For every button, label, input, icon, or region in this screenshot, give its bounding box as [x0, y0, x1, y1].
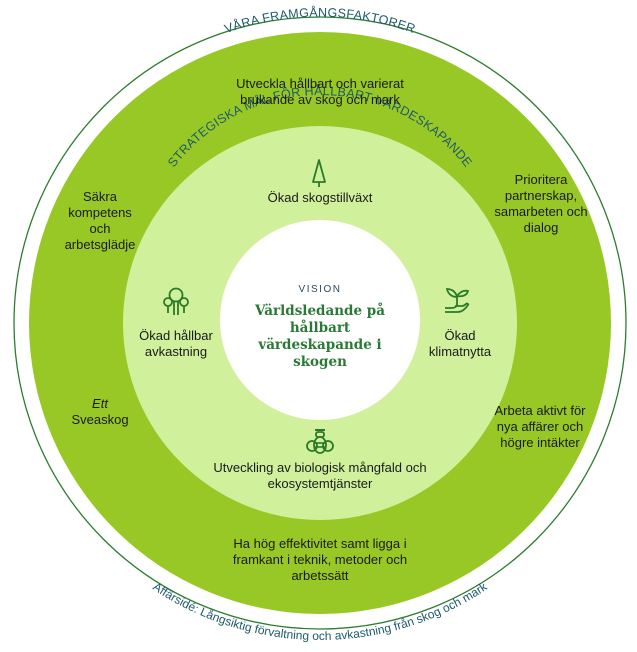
outer-ring-title: VÅRA FRAMGÅNGSFAKTORER: [223, 4, 418, 36]
factor-one-sveaskog: Ett Sveaskog: [55, 396, 145, 428]
goal-forest-growth: Ökad skogstillväxt: [267, 190, 373, 205]
trees-icon: [163, 287, 189, 315]
goal-climate-benefit: Ökad klimatnytta: [428, 328, 492, 359]
center-circle: [220, 220, 420, 420]
plant-in-hand-icon: [445, 288, 470, 313]
tree-icon: [312, 159, 326, 187]
factor-competence: Säkra kompetens och arbetsglädje: [64, 189, 136, 252]
goal-sustainable-return: Ökad hållbar avkastning: [139, 328, 213, 359]
factor-one-sveaskog-italic: Ett: [92, 396, 108, 411]
vision-label: VISION: [298, 284, 342, 295]
vision-statement: Världsledande på hållbart värdeskapande …: [255, 303, 385, 370]
factor-one-sveaskog-text: Sveaskog: [71, 412, 129, 427]
goal-biodiversity: Utveckling av biologisk mångfald och eko…: [213, 460, 427, 491]
bee-icon: [306, 429, 334, 454]
factor-partnerships: Prioritera partnerskap, samarbeten och d…: [494, 172, 588, 235]
outer-outline-ring: [13, 16, 627, 630]
factor-sustainable-use: Utveckla hållbart och varierat brukande …: [236, 76, 404, 107]
factor-new-business: Arbeta aktivt för nya affärer och högre …: [494, 403, 586, 450]
factor-efficiency: Ha hög effektivitet samt ligga i framkan…: [232, 536, 408, 583]
